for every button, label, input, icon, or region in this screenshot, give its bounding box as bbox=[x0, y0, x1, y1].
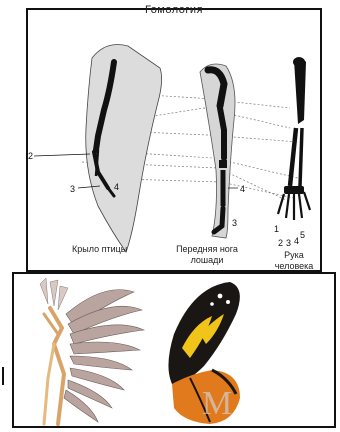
homology-panel: Гомология bbox=[26, 8, 322, 272]
horse-number-4: 4 bbox=[240, 184, 245, 194]
human-number-2: 2 bbox=[278, 238, 283, 248]
left-margin-mark bbox=[2, 367, 4, 385]
watermark: M bbox=[202, 385, 232, 422]
wing-number-3: 3 bbox=[70, 184, 75, 194]
horse-number-3: 3 bbox=[232, 218, 237, 228]
human-number-5: 5 bbox=[300, 230, 305, 240]
horse-leg bbox=[200, 64, 235, 238]
wing-number-4: 4 bbox=[114, 182, 119, 192]
homology-diagram: 2 3 4 4 3 1 2 3 4 5 bbox=[28, 10, 324, 274]
human-arm bbox=[278, 57, 310, 220]
wing-number-2: 2 bbox=[28, 151, 33, 161]
bird-wing bbox=[86, 45, 162, 253]
bird-wing-feathers bbox=[40, 278, 144, 424]
label-horse-leg-line2: лошади bbox=[172, 255, 242, 265]
label-human-arm-line1: Рука bbox=[268, 250, 320, 260]
label-human-arm-line2: человека bbox=[268, 261, 320, 271]
analogy-illustration: M bbox=[14, 274, 338, 430]
analogy-panel: M bbox=[12, 272, 336, 428]
label-horse-leg-line1: Передняя нога bbox=[172, 244, 242, 254]
human-number-3: 3 bbox=[286, 238, 291, 248]
label-bird-wing: Крыло птицы bbox=[72, 244, 127, 254]
human-number-4: 4 bbox=[294, 236, 299, 246]
human-number-1: 1 bbox=[274, 224, 279, 234]
